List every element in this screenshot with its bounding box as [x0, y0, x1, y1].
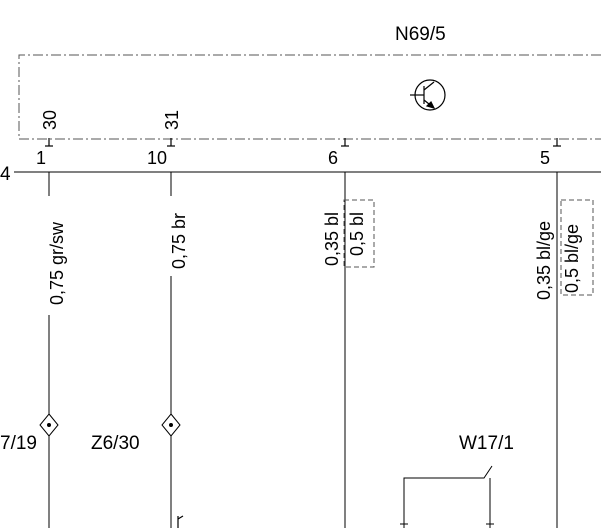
pin-outer-6: 6	[328, 148, 338, 168]
pin-outer-1: 1	[36, 148, 46, 168]
alt-box-3	[343, 199, 375, 268]
transistor-icon	[410, 79, 446, 111]
pin-inner-31: 31	[162, 110, 182, 130]
wire-label-3: 0,35 bl	[322, 212, 342, 266]
wire-label-4: 0,35 bl/ge	[534, 221, 554, 300]
pin-outer-10: 10	[147, 148, 167, 168]
splice-label-2: Z6/30	[91, 433, 140, 454]
ground-label: W17/1	[459, 433, 514, 454]
alt-box-4	[560, 199, 594, 296]
module-label: N69/5	[395, 24, 446, 45]
wire-label-3-alt: 0,5 bl	[347, 212, 367, 256]
wire-label-1: 0,75 gr/sw	[47, 221, 67, 305]
connector-label: 4	[0, 164, 11, 185]
wire-label-4-alt: 0,5 bl/ge	[562, 224, 582, 293]
cut-off-label-glyph	[177, 515, 184, 528]
wire-label-2: 0,75 br	[169, 213, 189, 269]
pin-outer-5: 5	[540, 148, 550, 168]
splice-icon	[39, 413, 181, 437]
ground-icon	[400, 465, 494, 528]
module-boundary	[18, 54, 601, 140]
wires	[48, 172, 558, 528]
splice-label-1: 7/19	[0, 433, 37, 454]
pin-inner-30: 30	[40, 110, 60, 130]
pin-markers	[45, 138, 561, 147]
